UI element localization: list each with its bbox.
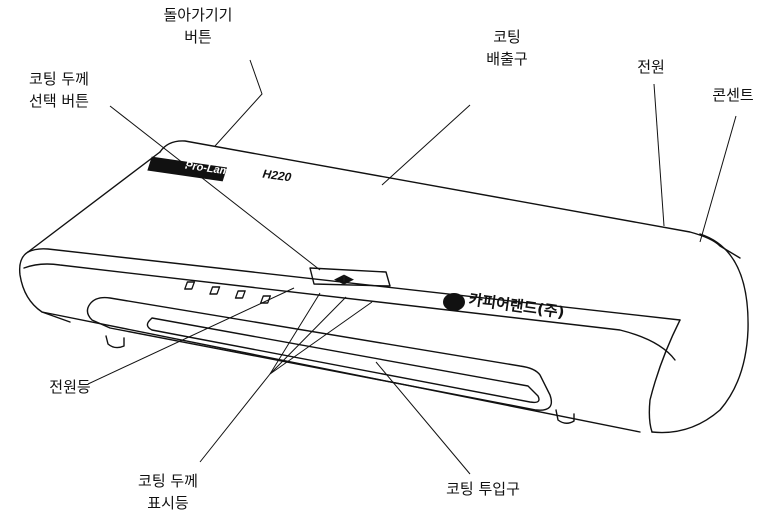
label-back-button: 돌아가기기 버튼 (163, 6, 233, 46)
laminator-left-end (18, 251, 71, 323)
thickness-button-arrows: ◀▶ (334, 272, 354, 287)
leader-outlet (699, 115, 737, 243)
leader-thickness-indicator-1 (199, 292, 321, 463)
indicator-lamp-1 (209, 286, 221, 295)
left-foot (105, 335, 125, 349)
indicator-lamp-2 (234, 290, 246, 299)
leader-coating-inlet (375, 361, 471, 475)
leader-back-button (214, 59, 263, 147)
leader-coating-outlet (381, 104, 471, 186)
maker-name-text: 카피어랜드(주) (468, 290, 566, 321)
indicator-lamp-power (184, 281, 196, 290)
laminator-top-front-edge (27, 248, 681, 321)
laminator-front-ridge (23, 263, 676, 361)
label-thickness-indicator: 코팅 두께 표시등 (138, 472, 198, 512)
label-coating-outlet: 코팅 배출구 (486, 28, 528, 68)
leader-power-lamp (87, 287, 295, 385)
thickness-button-panel (309, 267, 391, 287)
leader-thickness-indicator-3 (269, 301, 373, 375)
brand-badge: Pro-Lami H220 (147, 156, 293, 185)
label-power: 전원 (637, 58, 665, 76)
maker-logo-mark (443, 293, 465, 311)
laminator-right-cap (651, 233, 749, 434)
leader-thickness-button (109, 105, 321, 271)
inlet-slot-inner (146, 317, 540, 404)
inlet-slot-outer (86, 296, 553, 411)
label-coating-inlet: 코팅 투입구 (446, 480, 520, 498)
laminator-right-cap-front (648, 319, 681, 433)
laminator-top-back-edge (27, 151, 161, 253)
leader-thickness-indicator-2 (269, 296, 347, 375)
right-foot (555, 409, 575, 424)
laminator-top-surface (159, 140, 741, 259)
model-text: H220 (262, 167, 293, 185)
label-outlet: 콘센트 (712, 86, 754, 104)
label-thickness-button: 코팅 두께 선택 버튼 (29, 70, 89, 110)
label-power-lamp: 전원등 (49, 378, 91, 396)
leader-power (653, 83, 665, 227)
